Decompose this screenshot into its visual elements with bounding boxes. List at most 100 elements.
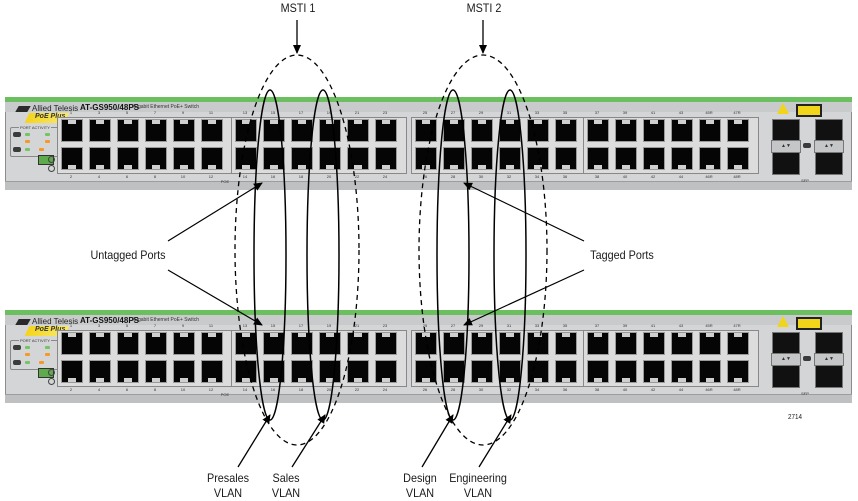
ethernet-port-39[interactable]: [615, 332, 637, 355]
ethernet-port-24[interactable]: [375, 360, 397, 383]
ethernet-port-48R[interactable]: [727, 147, 749, 170]
ethernet-port-33[interactable]: [527, 332, 549, 355]
ethernet-port-7[interactable]: [145, 332, 167, 355]
ethernet-port-9[interactable]: [173, 119, 195, 142]
ethernet-port-45R[interactable]: [699, 119, 721, 142]
ethernet-port-5[interactable]: [117, 119, 139, 142]
sfp-select-button[interactable]: ▲▼: [814, 353, 844, 366]
sfp-select-button[interactable]: ▲▼: [771, 353, 801, 366]
ethernet-port-1[interactable]: [61, 119, 83, 142]
ethernet-port-1[interactable]: [61, 332, 83, 355]
ethernet-port-23[interactable]: [375, 119, 397, 142]
ethernet-port-27[interactable]: [443, 119, 465, 142]
ethernet-port-11[interactable]: [201, 332, 223, 355]
sfp-led-button[interactable]: [803, 143, 811, 148]
ethernet-port-2[interactable]: [61, 147, 83, 170]
sfp-slot[interactable]: ▲▼: [814, 332, 844, 388]
ethernet-port-3[interactable]: [89, 119, 111, 142]
ethernet-port-43[interactable]: [671, 119, 693, 142]
ethernet-port-47R[interactable]: [727, 332, 749, 355]
ethernet-port-8[interactable]: [145, 360, 167, 383]
ethernet-port-29[interactable]: [471, 332, 493, 355]
ethernet-port-41[interactable]: [643, 119, 665, 142]
ethernet-port-40[interactable]: [615, 360, 637, 383]
port-number-label: 1: [69, 110, 73, 115]
ethernet-port-39[interactable]: [615, 119, 637, 142]
ethernet-port-29[interactable]: [471, 119, 493, 142]
ethernet-port-25[interactable]: [415, 119, 437, 142]
ethernet-port-31[interactable]: [499, 332, 521, 355]
ethernet-port-8[interactable]: [145, 147, 167, 170]
led-mode-button[interactable]: [13, 345, 21, 350]
ethernet-port-18[interactable]: [291, 360, 313, 383]
ethernet-port-36[interactable]: [555, 360, 577, 383]
ethernet-port-24[interactable]: [375, 147, 397, 170]
presales-vlan-line2: VLAN: [213, 486, 243, 500]
ethernet-port-7[interactable]: [145, 119, 167, 142]
ethernet-port-46R[interactable]: [699, 360, 721, 383]
ethernet-port-4[interactable]: [89, 360, 111, 383]
ethernet-port-4[interactable]: [89, 147, 111, 170]
sfp-slot[interactable]: ▲▼: [771, 332, 801, 388]
led-mode-button[interactable]: [13, 132, 21, 137]
ethernet-port-12[interactable]: [201, 147, 223, 170]
ethernet-port-16[interactable]: [263, 147, 285, 170]
ethernet-port-38[interactable]: [587, 147, 609, 170]
ethernet-port-32[interactable]: [499, 360, 521, 383]
ethernet-port-17[interactable]: [291, 332, 313, 355]
ethernet-port-48R[interactable]: [727, 360, 749, 383]
ethernet-port-34[interactable]: [527, 360, 549, 383]
ethernet-port-30[interactable]: [471, 360, 493, 383]
ethernet-port-16[interactable]: [263, 360, 285, 383]
ethernet-port-19[interactable]: [319, 119, 341, 142]
ethernet-port-21[interactable]: [347, 332, 369, 355]
port-number-label: 41: [650, 110, 656, 115]
ethernet-port-45R[interactable]: [699, 332, 721, 355]
engineering-vlan-arrow: [478, 414, 512, 468]
ethernet-port-21[interactable]: [347, 119, 369, 142]
ethernet-port-46R[interactable]: [699, 147, 721, 170]
ethernet-port-3[interactable]: [89, 332, 111, 355]
ethernet-port-28[interactable]: [443, 147, 465, 170]
sfp-led-button[interactable]: [803, 356, 811, 361]
ethernet-port-27[interactable]: [443, 332, 465, 355]
ethernet-port-10[interactable]: [173, 147, 195, 170]
ethernet-port-47R[interactable]: [727, 119, 749, 142]
ethernet-port-34[interactable]: [527, 147, 549, 170]
led-mode-button[interactable]: [13, 147, 21, 152]
ethernet-port-42[interactable]: [643, 147, 665, 170]
ethernet-port-15[interactable]: [263, 332, 285, 355]
ethernet-port-41[interactable]: [643, 332, 665, 355]
ethernet-port-36[interactable]: [555, 147, 577, 170]
ethernet-port-37[interactable]: [587, 332, 609, 355]
ethernet-port-35[interactable]: [555, 119, 577, 142]
ethernet-port-10[interactable]: [173, 360, 195, 383]
sfp-slot[interactable]: ▲▼: [771, 119, 801, 175]
ethernet-port-35[interactable]: [555, 332, 577, 355]
ethernet-port-42[interactable]: [643, 360, 665, 383]
ethernet-port-2[interactable]: [61, 360, 83, 383]
led-mode-button[interactable]: [13, 360, 21, 365]
ethernet-port-40[interactable]: [615, 147, 637, 170]
ethernet-port-18[interactable]: [291, 147, 313, 170]
ethernet-port-32[interactable]: [499, 147, 521, 170]
ethernet-port-6[interactable]: [117, 147, 139, 170]
ethernet-port-6[interactable]: [117, 360, 139, 383]
ethernet-port-23[interactable]: [375, 332, 397, 355]
ethernet-port-37[interactable]: [587, 119, 609, 142]
sfp-slot[interactable]: ▲▼: [814, 119, 844, 175]
ethernet-port-22[interactable]: [347, 360, 369, 383]
ethernet-port-44[interactable]: [671, 360, 693, 383]
ethernet-port-11[interactable]: [201, 119, 223, 142]
ethernet-port-5[interactable]: [117, 332, 139, 355]
ethernet-port-38[interactable]: [587, 360, 609, 383]
ethernet-port-30[interactable]: [471, 147, 493, 170]
ethernet-port-44[interactable]: [671, 147, 693, 170]
ethernet-port-43[interactable]: [671, 332, 693, 355]
ethernet-port-25[interactable]: [415, 332, 437, 355]
ethernet-port-9[interactable]: [173, 332, 195, 355]
sfp-select-button[interactable]: ▲▼: [814, 140, 844, 153]
ethernet-port-12[interactable]: [201, 360, 223, 383]
sfp-select-button[interactable]: ▲▼: [771, 140, 801, 153]
brand-logo: Allied Telesis: [15, 104, 78, 113]
